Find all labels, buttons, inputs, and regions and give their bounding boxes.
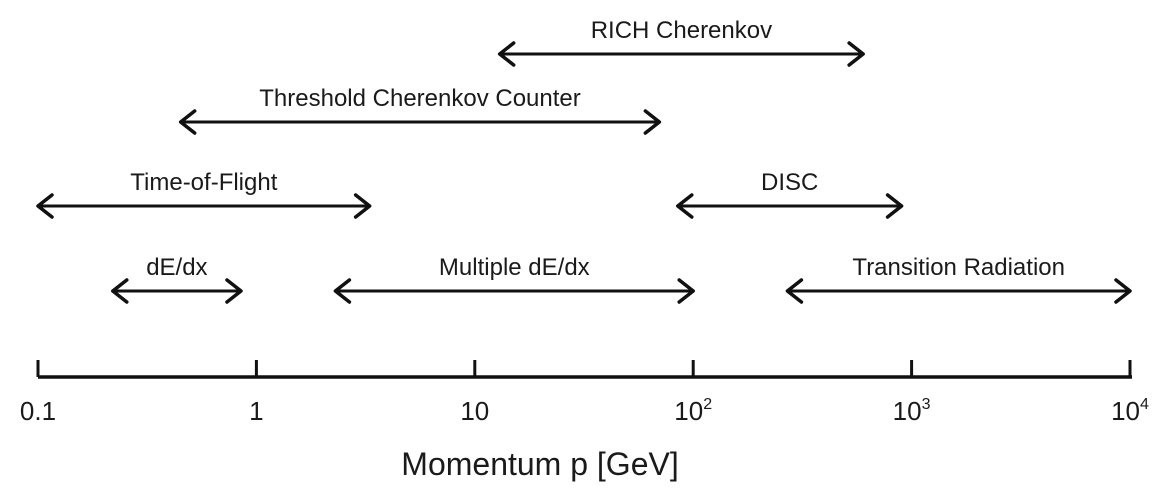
- arrow-head-right: [677, 278, 695, 304]
- axis-title: Momentum p [GeV]: [401, 446, 678, 482]
- range-threshold-cherenkov-counter: Threshold Cherenkov Counter: [178, 85, 662, 135]
- arrow-head-right: [1114, 278, 1132, 304]
- tick-label: 1: [249, 396, 263, 426]
- range-disc: DISC: [676, 169, 904, 219]
- tick-label-base: 10: [1111, 396, 1140, 426]
- arrow-head-left: [111, 278, 129, 304]
- tick-label: 10: [460, 396, 489, 426]
- range-time-of-flight: Time-of-Flight: [36, 169, 372, 219]
- range-label: DISC: [761, 169, 818, 196]
- range-label: Multiple dE/dx: [439, 254, 590, 281]
- range-transition-radiation: Transition Radiation: [785, 254, 1132, 304]
- arrow-head-left: [785, 278, 804, 304]
- tick-label: 102: [674, 396, 712, 426]
- range-label: Time-of-Flight: [130, 169, 277, 196]
- tick-label-base: 10: [674, 396, 703, 426]
- tick-label-base: 0.1: [20, 396, 56, 426]
- tick-label-exponent: 3: [922, 396, 931, 413]
- range-label: Transition Radiation: [852, 254, 1065, 281]
- range-multiple-de-dx: Multiple dE/dx: [333, 254, 695, 304]
- arrow-head-left: [333, 278, 352, 304]
- arrow-head-left: [497, 41, 516, 67]
- tick-label-base: 10: [460, 396, 489, 426]
- tick-label: 0.1: [20, 396, 56, 426]
- range-label: RICH Cherenkov: [591, 17, 772, 44]
- tick-label-base: 1: [249, 396, 263, 426]
- tick-label: 103: [893, 396, 931, 426]
- arrow-head-left: [676, 193, 694, 219]
- arrow-head-left: [36, 193, 54, 219]
- arrow-head-right: [847, 41, 865, 67]
- arrow-head-right: [225, 278, 243, 304]
- tick-label-base: 10: [893, 396, 922, 426]
- range-label: Threshold Cherenkov Counter: [259, 85, 581, 112]
- range-label: dE/dx: [146, 254, 207, 281]
- tick-label-exponent: 4: [1140, 396, 1149, 413]
- arrow-head-right: [353, 193, 372, 219]
- arrow-head-right: [885, 193, 904, 219]
- range-de-dx: dE/dx: [111, 254, 243, 304]
- arrow-head-left: [178, 109, 197, 135]
- arrow-head-right: [643, 109, 662, 135]
- tick-label-exponent: 2: [703, 396, 712, 413]
- range-rich-cherenkov: RICH Cherenkov: [497, 17, 865, 67]
- tick-label: 104: [1111, 396, 1149, 426]
